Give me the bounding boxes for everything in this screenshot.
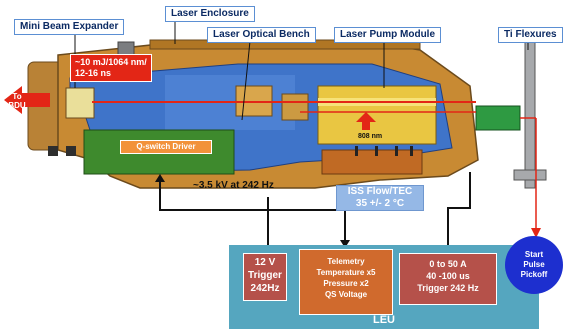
wire-qswitch-arrowhead: [155, 174, 165, 182]
wire-qswitch-to-leu: [159, 176, 346, 246]
q-switch-driver-label: Q-switch Driver: [120, 140, 212, 154]
callout-laser-enclosure: Laser Enclosure: [165, 6, 255, 22]
iss-flow-line2: 35 +/- 2 °C: [355, 198, 405, 209]
wavelength-label: 808 nm: [358, 133, 383, 140]
callout-mini-beam-expander: Mini Beam Expander: [14, 19, 125, 35]
mini-beam-expander-body: [65, 87, 95, 119]
lower-connector-b: [66, 146, 76, 156]
iss-flow-label: ISS Flow/TEC 35 +/- 2 °C: [336, 185, 424, 211]
iss-flow-line1: ISS Flow/TEC: [347, 186, 413, 197]
callout-laser-optical-bench: Laser Optical Bench: [207, 27, 316, 43]
pickoff-arrowhead: [531, 228, 541, 238]
pump-pin-1: [355, 146, 358, 156]
wire-leu-arrowhead: [340, 240, 350, 248]
iss-flow-block: [321, 149, 423, 175]
callout-laser-pump-module: Laser Pump Module: [334, 27, 442, 43]
pump-module-body: [317, 85, 437, 145]
leu-panel: 12 V Trigger 242Hz Telemetry Temperature…: [229, 245, 539, 329]
pump-pin-4: [410, 146, 413, 156]
leader-optical-bench: [241, 40, 251, 121]
leu-title: LEU: [373, 314, 395, 326]
coolant-fitting: [475, 105, 521, 131]
pulse-spec-label: ~10 mJ/1064 nm/ 12-16 ns: [70, 54, 152, 82]
pulse-spec-line2: 12-16 ns: [75, 68, 112, 78]
callout-ti-flexures: Ti Flexures: [498, 27, 563, 43]
hv-label: ~3.5 kV at 242 Hz: [193, 180, 274, 191]
pulse-spec-line1: ~10 mJ/1064 nm/: [75, 57, 147, 67]
ti-flexure-base: [513, 169, 547, 181]
trigger-box: 12 V Trigger 242Hz: [243, 253, 287, 301]
current-box: 0 to 50 A 40 -100 us Trigger 242 Hz: [399, 253, 497, 305]
pump-pin-2: [375, 146, 378, 156]
telemetry-box: Telemetry Temperature x5 Pressure x2 QS …: [299, 249, 393, 315]
ti-flexure-post: [524, 37, 536, 189]
to-bdu-label: To BDU: [8, 92, 26, 110]
start-pulse-pickoff: Start Pulse Pickoff: [505, 236, 563, 294]
pump-up-arrow: [356, 112, 376, 130]
wire-current: [447, 172, 471, 252]
to-bdu-arrow: [4, 86, 50, 114]
lower-connector-a: [48, 146, 58, 156]
pump-pin-3: [395, 146, 398, 156]
optic-mount-mid: [281, 93, 309, 121]
